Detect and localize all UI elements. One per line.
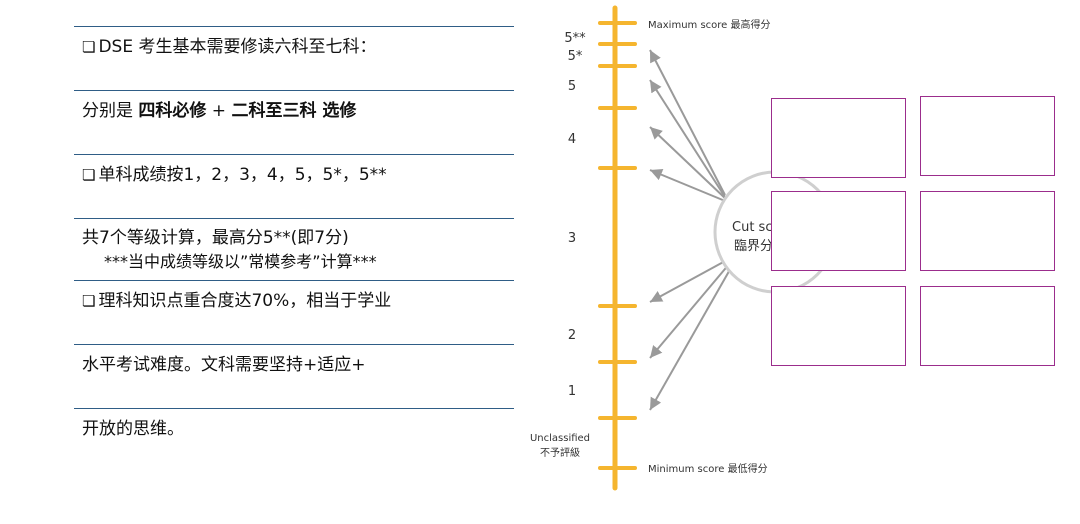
note-line-6: 水平考试难度。文科需要坚持+适应+ [82,355,366,375]
overlay-box [920,286,1055,366]
overlay-box [771,191,906,271]
level-label: 1 [568,384,576,399]
divider [74,218,514,219]
level-label: 5* [568,49,583,64]
arrow [649,79,726,198]
note-line-7: 开放的思维。 [82,419,184,439]
level-label: 5 [568,79,576,94]
arrow [649,49,726,196]
note-subline: ***当中成绩等级以”常模参考”计算*** [104,252,377,271]
scale-ticks [598,21,637,470]
checkbox-bullet-icon: ❏ [82,166,96,184]
arrow [649,262,731,359]
checkbox-bullet-icon: ❏ [82,38,96,56]
overlay-box [920,191,1055,271]
note-line-4: 共7个等级计算，最高分5**(即7分) [82,228,349,248]
note-line-1: ❏DSE 考生基本需要修读六科至七科： [82,36,376,58]
note-text: 分别是 [82,101,139,121]
level-label: 3 [568,231,576,246]
notes-panel: ❏DSE 考生基本需要修读六科至七科： 分别是 四科必修 + 二科至三科 选修 … [0,0,520,524]
note-line-2: 分别是 四科必修 + 二科至三科 选修 [82,100,356,122]
arrows [649,49,733,411]
level-label: 4 [568,132,576,147]
level-labels: 5** 5* 5 4 3 2 1 Unclassified 不予評級 [530,31,590,459]
min-score-label: Minimum score 最低得分 [648,462,768,475]
divider [74,280,514,281]
note-line-3: ❏单科成绩按1，2，3，4，5，5*，5** [82,164,387,186]
divider [74,408,514,409]
note-text: DSE 考生基本需要修读六科至七科： [98,37,377,57]
divider [74,344,514,345]
note-emphasis: 二科至三科 选修 [231,101,357,121]
level-label: 5** [564,31,586,46]
note-text: 单科成绩按1，2，3，4，5，5*，5** [98,165,387,185]
note-text: + [206,101,232,121]
grading-diagram: Cut sc 臨界分 5** 5* 5 4 3 2 1 Unclassified… [520,0,1080,524]
overlay-box [771,286,906,366]
overlay-box [920,96,1055,176]
checkbox-bullet-icon: ❏ [82,292,96,310]
overlay-box [771,98,906,178]
divider [74,26,514,27]
level-label: 2 [568,328,576,343]
divider [74,90,514,91]
cut-score-label-zh: 臨界分 [734,239,773,254]
unclassified-label-zh: 不予評級 [540,446,580,459]
arrow [649,126,728,201]
arrow [649,265,733,411]
note-text: 理科知识点重合度达70%，相当于学业 [98,291,392,311]
cut-score-label: Cut sc [732,220,772,235]
divider [74,154,514,155]
note-line-5: ❏理科知识点重合度达70%，相当于学业 [82,290,391,312]
arrow [649,259,728,303]
max-score-label: Maximum score 最高得分 [648,18,771,31]
unclassified-label: Unclassified [530,433,590,444]
note-emphasis: 四科必修 [138,101,207,121]
arrow [649,169,731,204]
